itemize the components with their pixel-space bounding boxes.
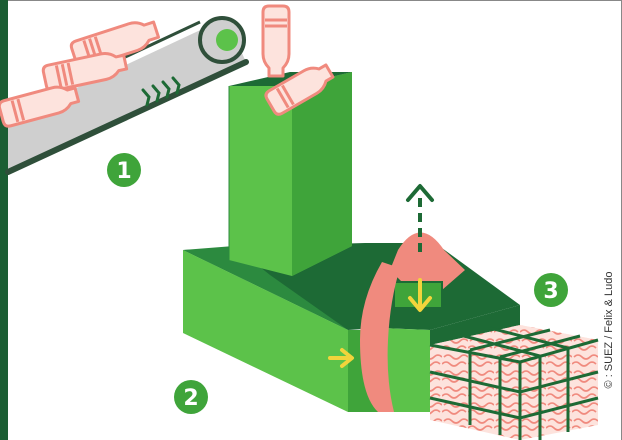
plastic-bottle-icon bbox=[41, 52, 129, 93]
step-number-2: 2 bbox=[183, 386, 198, 411]
step-badge-1: 1 bbox=[107, 153, 141, 187]
step-number-1: 1 bbox=[116, 159, 131, 184]
conveyor-roller bbox=[216, 29, 238, 51]
bale bbox=[429, 325, 599, 440]
step-badge-2: 2 bbox=[174, 380, 208, 414]
side-bar bbox=[0, 0, 8, 440]
plastic-bottle-icon bbox=[0, 85, 81, 128]
step-number-3: 3 bbox=[543, 279, 558, 304]
credit-text: © : SUEZ / Felix & Ludo bbox=[603, 271, 615, 389]
right-arrow-icon bbox=[328, 348, 354, 368]
bottles-on-belt bbox=[0, 20, 161, 128]
chevrons-icon bbox=[141, 76, 181, 107]
step-badge-3: 3 bbox=[534, 273, 568, 307]
compactor-press bbox=[360, 232, 465, 412]
bottles-falling bbox=[261, 4, 335, 116]
plastic-bottle-icon bbox=[261, 4, 291, 78]
down-arrow-icon bbox=[408, 278, 432, 312]
up-arrow-icon bbox=[406, 184, 434, 254]
plastic-bottle-icon bbox=[264, 63, 335, 116]
